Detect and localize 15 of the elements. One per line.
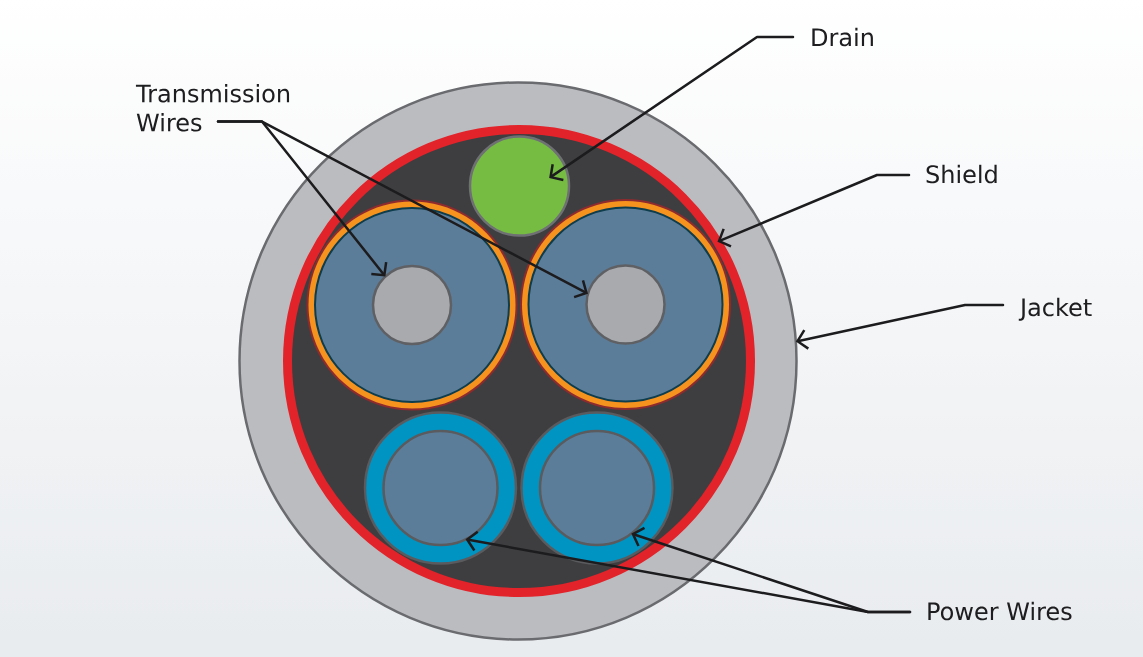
leader-line — [795, 303, 1005, 350]
wire-conductor — [382, 429, 499, 547]
drain-wire — [468, 135, 571, 237]
callout-label: Power Wires — [928, 601, 1072, 621]
wire-core — [371, 264, 453, 346]
callout-label: Shield — [926, 164, 997, 184]
leader-line — [631, 526, 912, 614]
callout-label: Jacket — [1018, 297, 1092, 321]
leader-line — [549, 35, 795, 182]
leader-line — [216, 120, 589, 299]
leader-line — [717, 173, 911, 248]
callout-label: Transmission Wires — [135, 84, 290, 132]
callout-label: Drain — [812, 27, 873, 47]
wire-conductor — [538, 429, 656, 547]
wire-core — [585, 264, 666, 345]
